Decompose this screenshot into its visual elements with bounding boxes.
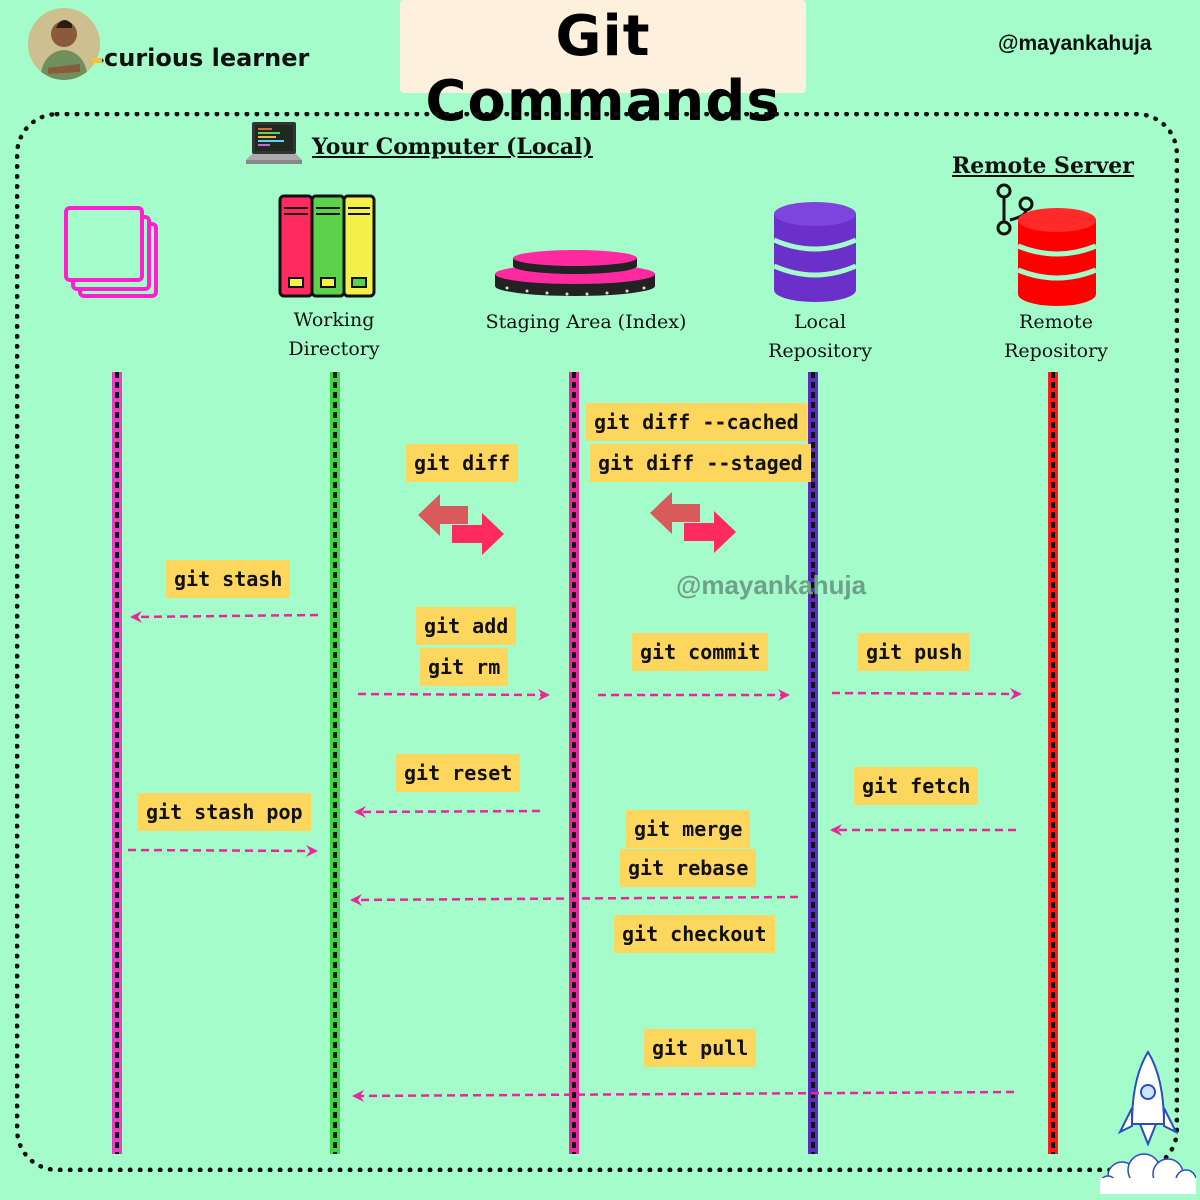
stash-pop-arrow (127, 844, 318, 857)
laptop-icon (246, 120, 302, 172)
git-merge-label: git merge (626, 810, 751, 848)
database-icon (770, 200, 860, 308)
diff-swap-arrow-icon (418, 494, 504, 555)
stage-platform-icon (492, 250, 658, 302)
stash-arrow (130, 610, 319, 623)
lane-remote-repository (1048, 372, 1058, 1154)
git-fetch-label: git fetch (854, 767, 979, 805)
merge-arrow (350, 893, 799, 906)
rocket-icon (1099, 1048, 1197, 1198)
lane-local-repository (808, 372, 818, 1154)
lane-stash (112, 372, 122, 1154)
git-commit-label: git commit (632, 633, 769, 671)
author-handle: @mayankahuja (998, 32, 1152, 55)
git-rebase-label: git rebase (620, 849, 757, 887)
pencil-icon (92, 50, 104, 63)
lane-staging-area (569, 372, 579, 1154)
author-name: curious learner (104, 44, 310, 72)
lane-working-directory (330, 372, 340, 1154)
git-push-label: git push (858, 633, 971, 671)
watermark: @mayankahuja (676, 570, 867, 600)
staging-area-label: Staging Area (Index) (485, 311, 687, 333)
binders-icon (278, 194, 378, 304)
pull-arrow (352, 1089, 1015, 1102)
stacked-squares-icon (62, 204, 162, 304)
reset-arrow (354, 805, 541, 818)
git-reset-label: git reset (396, 754, 521, 792)
remote-section-label: Remote Server (952, 153, 1134, 179)
title-background (400, 0, 806, 93)
git-add-label: git add (416, 607, 517, 645)
git-rm-label: git rm (420, 648, 509, 686)
git-pull-label: git pull (644, 1029, 757, 1067)
avatar (28, 8, 100, 80)
git-stash-label: git stash (166, 560, 291, 598)
remote-database-icon (1014, 206, 1100, 312)
git-checkout-label: git checkout (614, 915, 775, 953)
local-remote-frame (15, 112, 1179, 1172)
git-diff-staged-label: git diff --staged (590, 444, 811, 482)
diff-staged-swap-arrow-icon (650, 492, 736, 553)
git-diff-label: git diff (406, 444, 519, 482)
local-section-label: Your Computer (Local) (312, 134, 593, 160)
push-arrow (831, 687, 1022, 700)
page-title: Git Commands (425, 4, 781, 134)
add-arrow (357, 688, 550, 701)
git-stash-pop-label: git stash pop (138, 793, 311, 831)
git-diff-cached-label: git diff --cached (586, 403, 807, 441)
